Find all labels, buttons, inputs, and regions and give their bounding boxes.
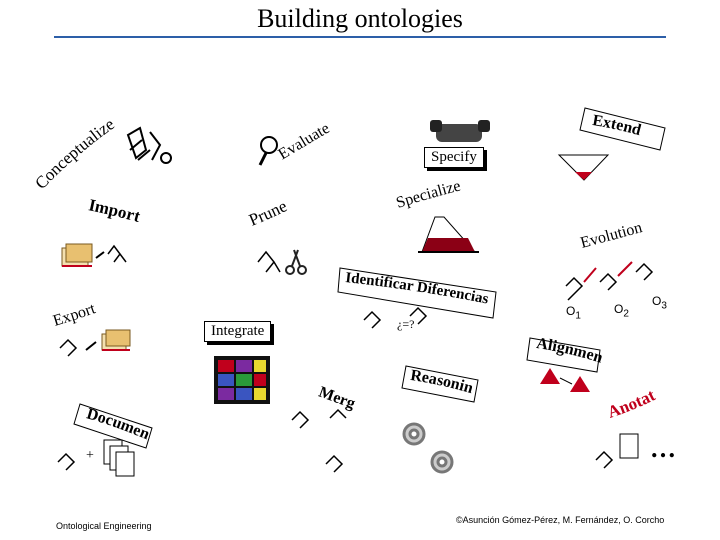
export-text: Export: [51, 300, 98, 330]
handshake-icon: [430, 120, 490, 142]
o1-label: O1: [566, 304, 581, 321]
import-stack-icon: [62, 244, 104, 266]
scissors-icon: [286, 250, 306, 274]
ellipsis-label: …: [650, 434, 676, 464]
puzzle-icon: [214, 356, 270, 404]
prune-text: Prune: [246, 196, 290, 229]
specialize-text: Specialize: [394, 178, 462, 212]
document-stack-icon: [104, 440, 134, 476]
evolution-text: Evolution: [579, 219, 644, 252]
integrate-label: Integrate: [211, 323, 264, 339]
annotate-text: Anotate: [0, 0, 658, 422]
neq-label: ¿=?: [397, 317, 414, 332]
document-text: Document: [0, 0, 152, 443]
identify-text: Identificar Diferencias: [345, 270, 490, 308]
annotate-graph-icon: [596, 452, 612, 468]
import-text: Import: [87, 195, 143, 226]
specify-box: Specify: [424, 147, 484, 168]
annotate-document-icon: [620, 434, 638, 458]
drawing-tools-icon: [128, 128, 171, 163]
slide-title: Building ontologies: [0, 4, 720, 34]
gears-icon: [404, 424, 452, 472]
conceptualize-text: Conceptualize: [31, 114, 118, 192]
magnifier-icon: [260, 137, 277, 165]
specify-label: Specify: [431, 149, 477, 165]
title-rule: [54, 36, 666, 38]
export-stack-icon: [102, 330, 130, 350]
document-graph-icon: [58, 454, 74, 470]
plus-label: +: [86, 448, 94, 464]
specialize-triangle-icon: [418, 217, 479, 252]
prune-graph-icon: [258, 252, 280, 272]
footer-left: Ontological Engineering: [56, 521, 152, 531]
merge-text: Merge: [0, 0, 357, 413]
evolution-graph-icon: [566, 262, 652, 300]
import-graph-icon: [108, 246, 126, 262]
evaluate-text: Evaluate: [275, 120, 332, 164]
identify-graph-icon: [364, 308, 426, 328]
o3-label: O3: [652, 294, 667, 311]
alignment-triangles-icon: [540, 368, 590, 392]
footer-right: ©Asunción Gómez-Pérez, M. Fernández, O. …: [456, 515, 664, 525]
alignment-text: Alignment: [0, 0, 605, 367]
o2-label: O2: [614, 302, 629, 319]
merge-graph-icon: [292, 410, 346, 472]
extend-triangle-icon: [559, 155, 608, 180]
integrate-box: Integrate: [204, 321, 271, 342]
export-graph-icon: [60, 340, 96, 356]
extend-text: Extend: [591, 112, 643, 139]
